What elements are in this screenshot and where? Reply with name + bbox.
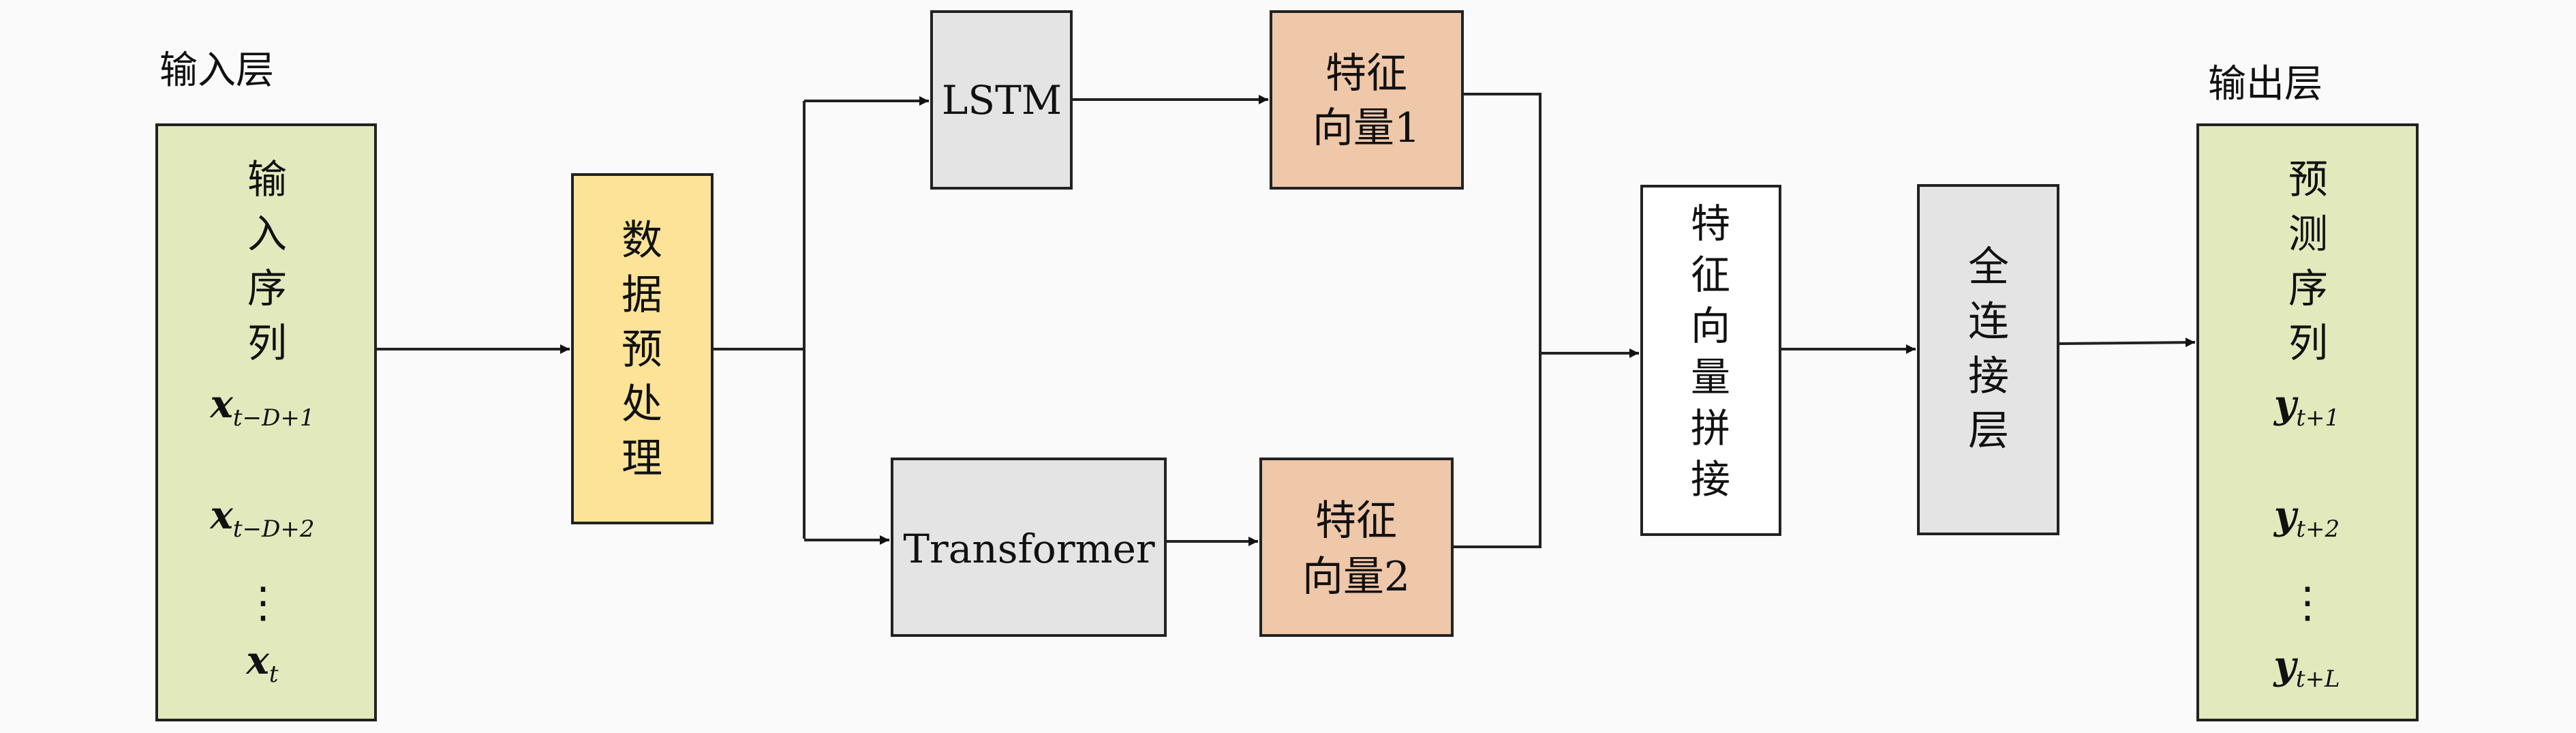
lstm-box	[930, 10, 1073, 190]
output-sequence-box	[2196, 123, 2419, 721]
input-box-char: 输	[247, 156, 287, 203]
preprocess-box	[571, 173, 714, 524]
input-seq-item: xt−D+1	[210, 382, 315, 432]
feature-vector-2-line2: 向量2	[1302, 553, 1410, 601]
output-seq-ellipsis: ⋮	[2286, 578, 2329, 627]
preprocess-char: 据	[622, 271, 662, 319]
feature-vector-2-box	[1259, 458, 1454, 637]
line-preprocess-split	[711, 101, 806, 539]
feature-concat-box	[1640, 185, 1781, 536]
arrow-fc-to-output	[2057, 338, 2196, 348]
preprocess-char: 数	[622, 217, 662, 265]
input-seq-item: xt−D+2	[210, 493, 315, 543]
feature-vector-1-line1: 特征	[1325, 50, 1407, 98]
feature-vector-1-box	[1270, 10, 1464, 190]
concat-char: 征	[1691, 252, 1730, 298]
output-seq-item: yt+2	[2273, 493, 2340, 543]
output-box-char: 预	[2288, 156, 2328, 203]
input-sequence-box	[155, 123, 377, 721]
output-seq-item: yt+L	[2272, 643, 2340, 693]
input-layer-title: 输入层	[159, 48, 274, 93]
concat-char: 特	[1691, 200, 1730, 247]
input-box-char: 入	[247, 211, 287, 257]
concat-char: 向	[1691, 303, 1730, 349]
feature-vector-2-line1: 特征	[1315, 497, 1397, 545]
input-box-char: 列	[247, 320, 287, 366]
output-box-char: 序	[2288, 265, 2328, 312]
lstm-label: LSTM	[942, 77, 1062, 123]
output-seq-item: yt+1	[2273, 382, 2340, 432]
fc-char: 全	[1968, 243, 2009, 291]
fc-char: 接	[1968, 353, 2009, 400]
input-seq-item: xt	[245, 638, 278, 688]
transformer-box	[891, 458, 1167, 637]
preprocess-char: 理	[622, 435, 662, 483]
fc-char: 层	[1968, 407, 2009, 455]
output-layer-title: 输出层	[2208, 62, 2322, 106]
line-feature1-merge	[1452, 93, 1542, 548]
transformer-label: Transformer	[903, 526, 1155, 572]
preprocess-label: 数 据 预 处 理	[622, 217, 662, 483]
concat-char: 量	[1691, 354, 1730, 400]
connectors	[377, 93, 2196, 548]
fc-char: 连	[1968, 298, 2009, 346]
input-box-char: 序	[247, 265, 287, 312]
fully-connected-label: 全 连 接 层	[1968, 243, 2009, 455]
output-box-label: 预 测 序 列	[2288, 156, 2328, 366]
output-box-char: 列	[2288, 320, 2328, 366]
concat-char: 拼	[1691, 405, 1730, 451]
input-box-label: 输 入 序 列	[247, 156, 287, 366]
feature-concat-label: 特 征 向 量 拼 接	[1691, 200, 1730, 503]
concat-char: 接	[1691, 456, 1730, 503]
input-seq-ellipsis: ⋮	[242, 578, 284, 627]
preprocess-char: 预	[622, 326, 662, 374]
feature-vector-1-line2: 向量1	[1313, 104, 1420, 152]
fully-connected-box	[1917, 184, 2059, 535]
output-box-char: 测	[2288, 211, 2328, 257]
preprocess-char: 处	[622, 380, 662, 428]
